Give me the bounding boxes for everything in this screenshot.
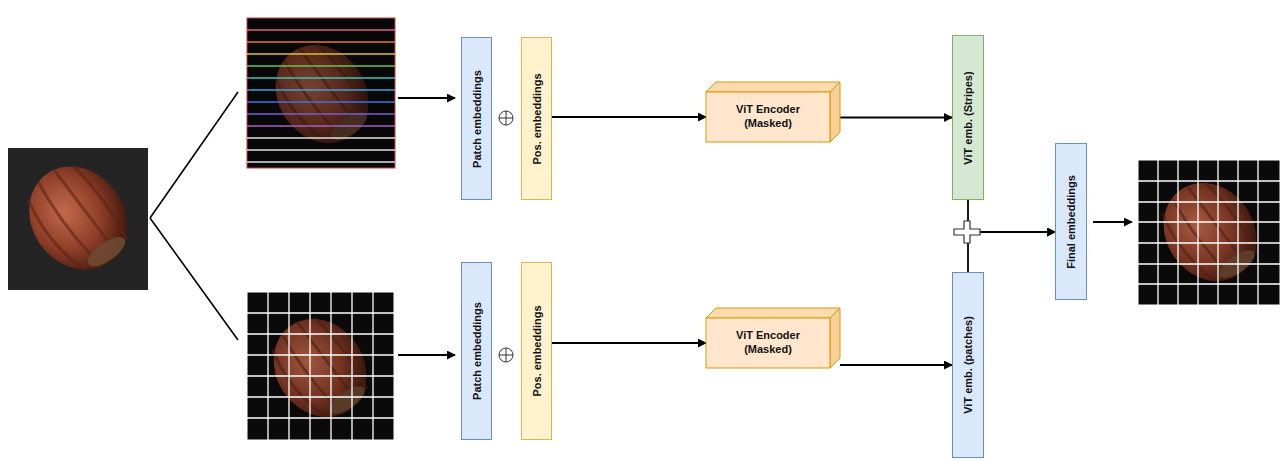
patches-image [247, 292, 394, 440]
connector-arrow [840, 117, 952, 119]
node-label: Patch embeddings [471, 302, 483, 400]
node-label: Pos. embeddings [531, 73, 543, 164]
plus-symbol [954, 221, 980, 243]
embedding-bar: Pos. embeddings [521, 37, 552, 200]
node-label: Final embeddings [1065, 175, 1077, 269]
node-label: Patch embeddings [471, 70, 483, 168]
input-image [8, 147, 148, 290]
connector-arrow [968, 200, 1055, 232]
node-label: Pos. embeddings [531, 305, 543, 396]
split-line [150, 92, 238, 340]
node-label: ViT emb. (patches) [962, 316, 974, 414]
encoder-block: ViT Encoder (Masked) [706, 92, 830, 142]
node-label: ViT emb. (Stripes) [962, 71, 974, 164]
connector-arrow [552, 342, 706, 344]
encoder-block: ViT Encoder (Masked) [706, 318, 830, 368]
embedding-bar: Patch embeddings [461, 262, 492, 440]
oplus-symbol [499, 111, 513, 362]
embedding-bar: Pos. embeddings [521, 262, 552, 440]
embedding-bar: Patch embeddings [461, 37, 492, 200]
connector-arrow [552, 116, 706, 118]
stripes-image [247, 18, 395, 168]
embedding-bar: ViT emb. (Stripes) [952, 35, 984, 200]
connector-arrow [968, 232, 1055, 272]
output-image [1138, 160, 1280, 305]
embedding-bar: Final embeddings [1055, 143, 1087, 300]
node-label: ViT Encoder (Masked) [728, 103, 808, 131]
embedding-bar: ViT emb. (patches) [952, 272, 984, 458]
connector-arrow [840, 364, 952, 366]
node-label: ViT Encoder (Masked) [728, 329, 808, 357]
